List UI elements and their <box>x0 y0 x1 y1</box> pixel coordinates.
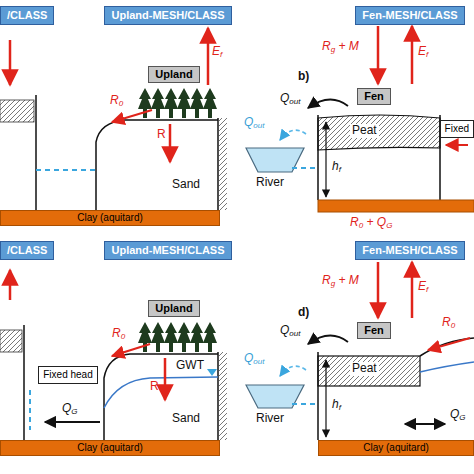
box-label: Fixed head <box>43 369 92 380</box>
flux-symbol: Ef <box>418 280 428 294</box>
region-label: GWT <box>176 359 204 373</box>
landform-box: Fen <box>357 322 391 339</box>
flux-symbol: R0 <box>112 327 125 341</box>
model-box: Upland-MESH/CLASS <box>104 241 231 260</box>
region-label: River <box>256 176 284 190</box>
flux-symbol: Qout <box>244 352 264 366</box>
flux-symbol: R0 + QG <box>350 216 392 230</box>
box-label: Clay (aquitard) <box>77 212 143 224</box>
clay-layer: Clay (aquitard) <box>0 210 220 226</box>
region-label: Sand <box>172 178 200 192</box>
model-box: /CLASS <box>0 241 54 260</box>
box-label: Fen <box>364 324 384 336</box>
flux-symbol: Ef <box>418 45 428 59</box>
box-label: Upland <box>155 68 192 80</box>
flux-symbol: hf <box>332 398 341 412</box>
flux-symbol: Qout <box>280 92 300 106</box>
region-label: b) <box>298 70 309 84</box>
region-label: River <box>256 412 284 426</box>
box-label: Clay (aquitard) <box>77 442 143 454</box>
model-box: Fen-MESH/CLASS <box>355 241 464 260</box>
region-label: R <box>150 380 159 394</box>
flux-symbol: R0 <box>110 94 123 108</box>
flux-symbol: QG <box>450 408 466 422</box>
model-box: Fen-MESH/CLASS <box>355 6 464 25</box>
region-label: Peat <box>350 124 379 138</box>
box-label: Upland <box>155 302 192 314</box>
model-box: /CLASS <box>0 6 54 25</box>
box-label: Clay (aquitard) <box>363 442 429 454</box>
boundary-box: Fixed head <box>38 366 97 384</box>
landform-box: Fen <box>357 88 391 105</box>
box-label: /CLASS <box>7 244 47 256</box>
landform-box: Upland <box>148 300 199 317</box>
box-label: Upland-MESH/CLASS <box>111 244 224 256</box>
box-label: Fen-MESH/CLASS <box>362 9 457 21</box>
flux-symbol: Ef <box>212 45 222 59</box>
region-label: R <box>157 128 166 142</box>
flux-symbol: R0 <box>442 316 455 330</box>
box-label: Fen-MESH/CLASS <box>362 244 457 256</box>
model-box: Upland-MESH/CLASS <box>104 6 231 25</box>
box-label: Fixed <box>445 123 469 134</box>
flux-symbol: Qout <box>244 116 264 130</box>
region-label: Sand <box>172 412 200 426</box>
flux-symbol: Qout <box>280 324 300 338</box>
flux-symbol: hf <box>332 160 341 174</box>
landform-box: Upland <box>148 66 199 83</box>
clay-layer: Clay (aquitard) <box>318 440 474 456</box>
clay-layer: Clay (aquitard) <box>0 440 220 456</box>
box-label: /CLASS <box>7 9 47 21</box>
flux-symbol: Rg + M <box>322 40 359 54</box>
boundary-box: Fixed <box>440 120 474 138</box>
box-label: Upland-MESH/CLASS <box>111 9 224 21</box>
region-label: d) <box>298 306 309 320</box>
region-label: Peat <box>350 362 379 376</box>
flux-symbol: QG <box>62 402 78 416</box>
box-label: Fen <box>364 90 384 102</box>
flux-symbol: Rg + M <box>322 274 359 288</box>
